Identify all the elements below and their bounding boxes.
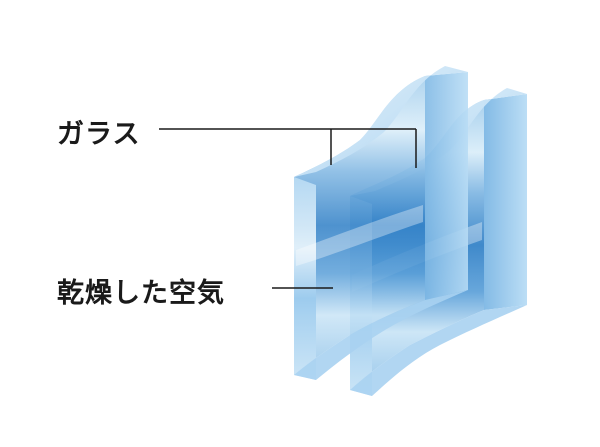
dry-air-label: 乾燥した空気 (57, 278, 225, 309)
glass-label: ガラス (57, 119, 141, 150)
front-glass-pane (294, 66, 468, 380)
glass-leader-line (159, 128, 417, 168)
